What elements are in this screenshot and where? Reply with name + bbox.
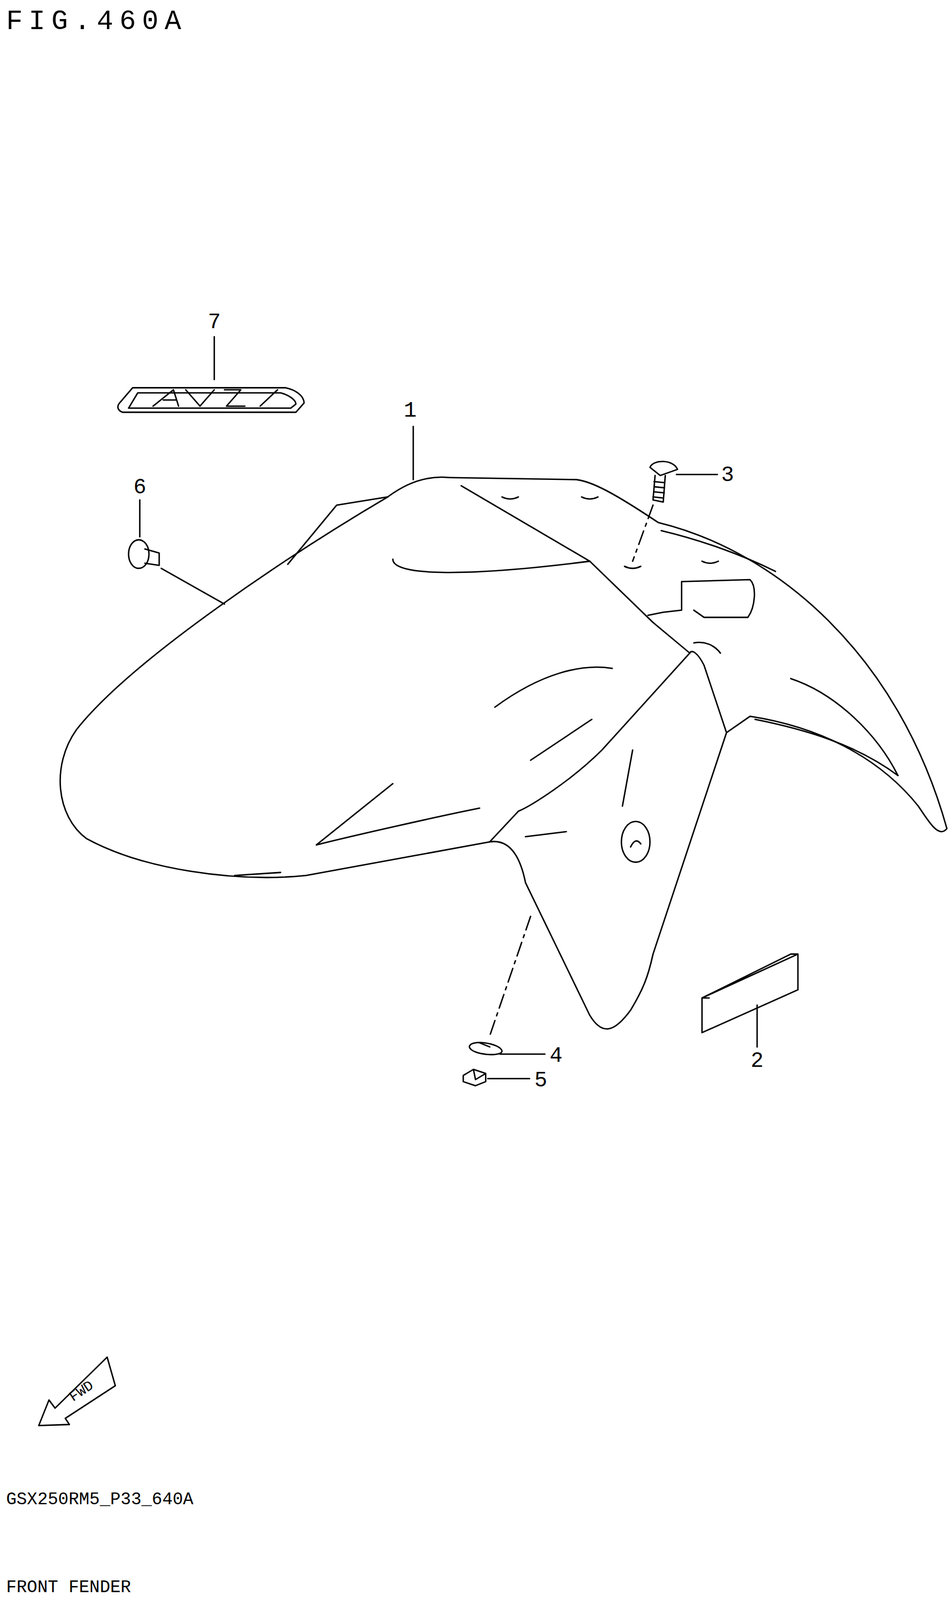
- mount-holes: [501, 496, 718, 569]
- reflector-hole: [621, 821, 651, 863]
- callout-number: 5: [534, 1069, 548, 1091]
- washer-4: [469, 1042, 502, 1055]
- leader-line: [500, 1053, 545, 1056]
- fender-crease: [661, 530, 776, 572]
- leader-line: [138, 500, 141, 538]
- fender-top: [449, 477, 947, 832]
- fender-outline: [59, 477, 727, 1029]
- mount-bracket: [647, 579, 755, 618]
- abs-emblem: [118, 387, 305, 413]
- leader-line: [487, 1078, 530, 1080]
- fender-crease: [393, 558, 591, 573]
- leader-line: [161, 568, 225, 605]
- reflector-mark: [630, 841, 641, 848]
- fender-crease: [316, 783, 480, 845]
- pad-2: [702, 954, 798, 1033]
- screw-6: [128, 539, 160, 569]
- callout-number: 3: [721, 464, 735, 487]
- callout-number: 4: [549, 1045, 563, 1067]
- callout-number: 2: [750, 1050, 764, 1072]
- figure-caption: FRONT FENDER: [6, 1579, 132, 1597]
- nut-5: [463, 1069, 486, 1086]
- fwd-arrow: [38, 1356, 116, 1426]
- leader-line: [490, 916, 531, 1036]
- fender-crease: [693, 642, 898, 776]
- fender-crease: [525, 749, 633, 837]
- drawing-code: GSX250RM5_P33_640A: [6, 1491, 194, 1509]
- callout-number: 1: [403, 400, 417, 422]
- fender-crease: [495, 666, 613, 707]
- screw-3: [650, 461, 678, 502]
- callout-number: 6: [133, 477, 147, 499]
- callout-number: 7: [207, 311, 221, 334]
- leader-line: [756, 1005, 759, 1048]
- leader-line: [632, 505, 653, 562]
- fender-crease: [530, 719, 592, 761]
- fender-side: [287, 496, 389, 564]
- leader-line: [412, 426, 415, 480]
- fender-ridge: [461, 485, 690, 653]
- figure-title: FIG.460A: [6, 8, 188, 36]
- fender-crease: [234, 872, 281, 876]
- leader-line: [676, 473, 718, 476]
- fender-crease: [754, 719, 898, 776]
- leader-line: [213, 336, 216, 380]
- fender-crease: [490, 652, 690, 842]
